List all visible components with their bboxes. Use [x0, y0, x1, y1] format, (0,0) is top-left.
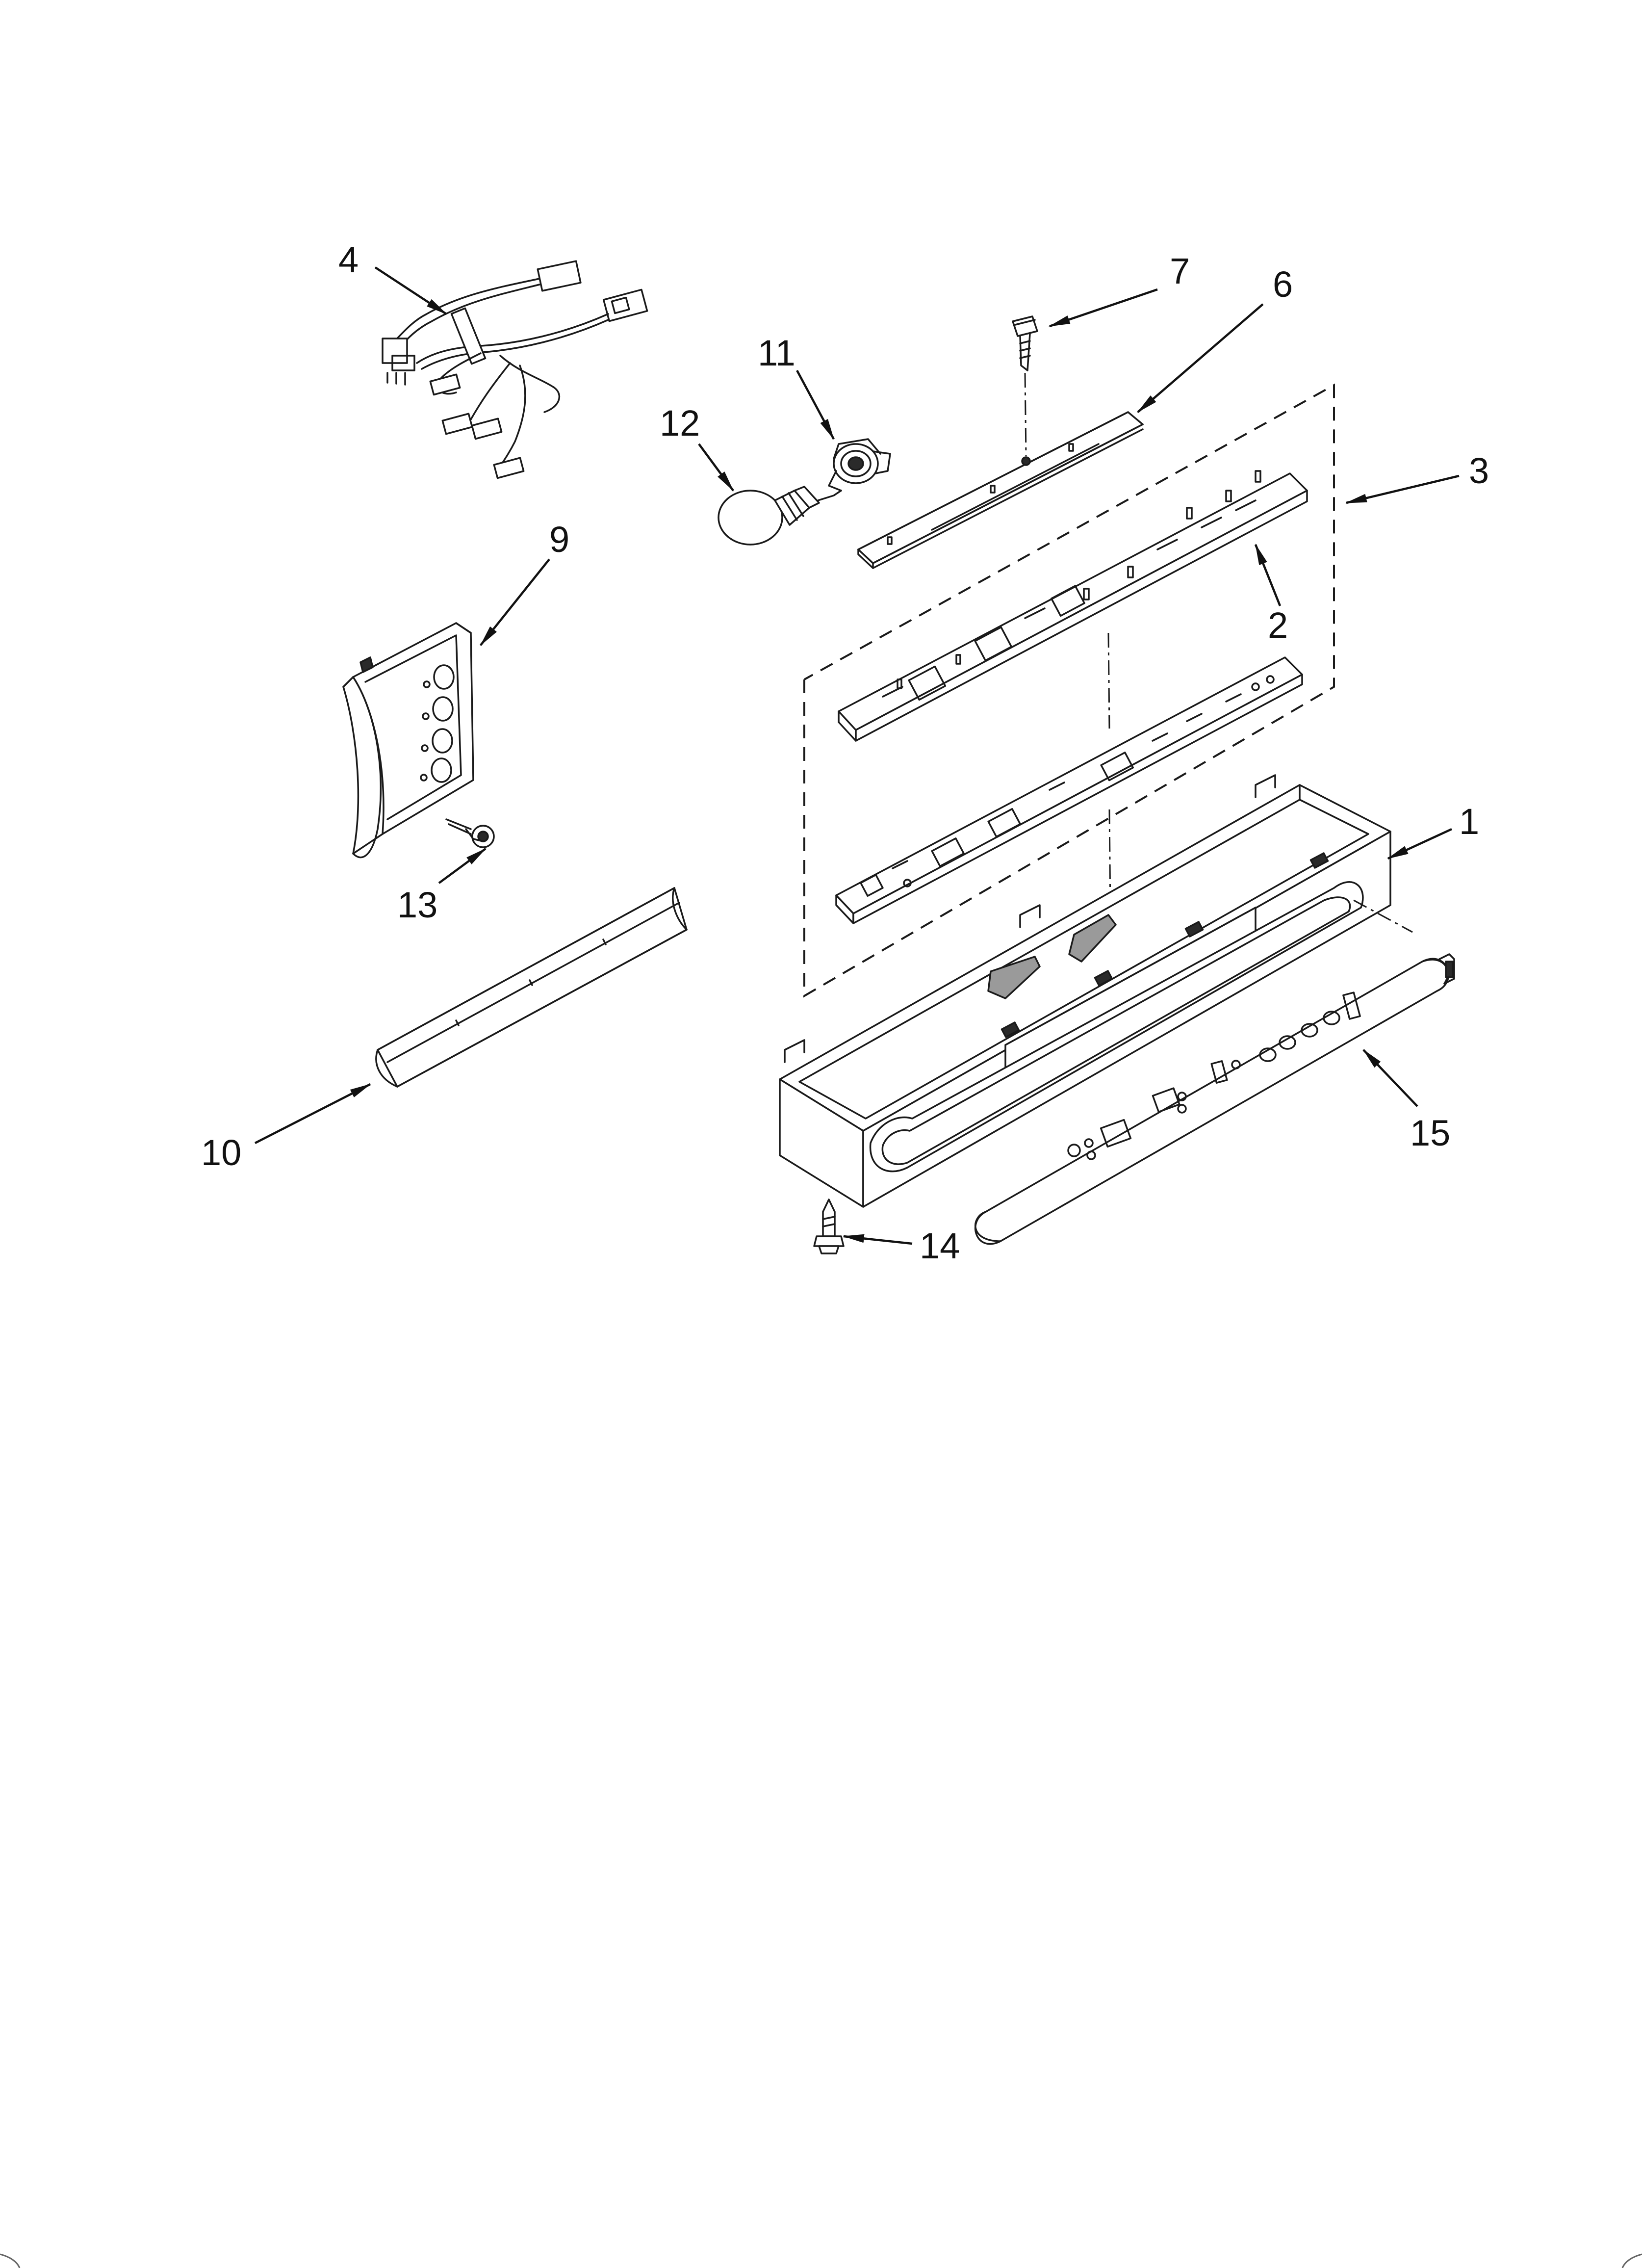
corner-mark-bottom-left — [0, 2253, 21, 2268]
control-board-part-2 — [838, 470, 1308, 742]
side-trim-part-9 — [342, 622, 474, 859]
callout-12: 12 — [660, 403, 700, 443]
leader-3 — [1345, 474, 1460, 504]
callout-6: 6 — [1273, 264, 1293, 305]
overlay-alignment-line — [1353, 899, 1413, 933]
leader-1 — [1387, 828, 1452, 860]
leader-14 — [438, 848, 487, 884]
screw-part-7 — [1012, 315, 1038, 371]
lower-control-board — [835, 656, 1303, 924]
leader-lines — [254, 266, 1460, 1245]
leader-2 — [1254, 543, 1282, 606]
leader-10 — [254, 1083, 371, 1145]
channel-trim-part-10 — [375, 887, 688, 1088]
leader-4 — [374, 266, 447, 315]
leader-15 — [1362, 1049, 1418, 1107]
callout-14: 13 — [397, 885, 437, 925]
housing-part-1 — [779, 774, 1391, 1208]
callout-labels: 4 7 6 11 12 3 2 9 13 1 10 15 14 — [201, 239, 1489, 1266]
callout-9: 9 — [549, 519, 569, 560]
assembly-outline-part-3 — [803, 383, 1335, 998]
screw-axis-line — [1024, 372, 1027, 457]
corner-mark-bottom-right — [1621, 2253, 1642, 2268]
light-bulb-part-12 — [718, 486, 842, 546]
callout-11: 11 — [758, 333, 795, 373]
leader-11 — [796, 369, 835, 440]
leader-7 — [1048, 288, 1158, 328]
leader-13 — [842, 1234, 913, 1245]
wire-harness-part-4 — [382, 260, 648, 479]
callout-7: 7 — [1170, 251, 1190, 291]
board-axis-line — [1107, 632, 1110, 729]
callout-2: 2 — [1268, 605, 1288, 646]
screw-part-13 — [813, 1199, 845, 1254]
callout-10: 10 — [201, 1132, 241, 1173]
overlay-part-15 — [975, 953, 1455, 1245]
callout-3: 3 — [1469, 450, 1489, 491]
leader-12 — [698, 443, 734, 492]
screw-part-14 — [445, 818, 495, 848]
cover-plate-part-6 — [857, 411, 1144, 569]
leader-6 — [1137, 303, 1264, 413]
callout-1: 1 — [1459, 801, 1479, 842]
lamp-socket-part-11 — [828, 438, 891, 492]
callout-4: 4 — [338, 239, 359, 280]
callout-15: 15 — [1410, 1113, 1450, 1153]
callout-13: 14 — [920, 1225, 960, 1266]
leader-9 — [480, 558, 550, 646]
